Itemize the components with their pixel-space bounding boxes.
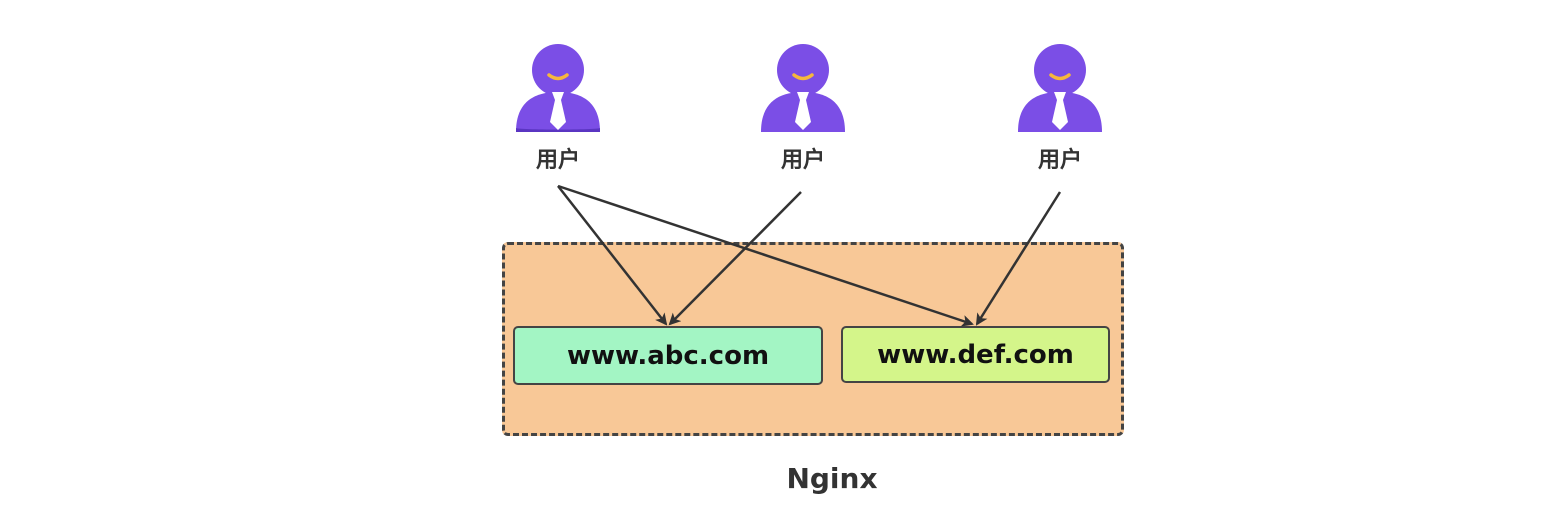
user-icon: [761, 44, 845, 132]
arrow-user3-def: [975, 191, 1062, 326]
arrow-user1-abc: [557, 185, 668, 326]
site-label-def: www.def.com: [877, 339, 1074, 370]
user-label: 用户: [535, 148, 580, 173]
arrow-user2-abc: [668, 191, 802, 326]
nginx-label: Nginx: [786, 462, 878, 495]
user-icon: [516, 44, 600, 132]
user-1: 用户: [508, 40, 608, 174]
user-label: 用户: [780, 148, 825, 173]
user-2: 用户: [753, 40, 853, 174]
site-box-abc: www.abc.com: [513, 326, 823, 385]
user-icon: [1018, 44, 1102, 132]
site-label-abc: www.abc.com: [566, 340, 770, 371]
site-box-def: www.def.com: [841, 326, 1110, 383]
user-3: 用户: [1010, 40, 1110, 174]
user-label: 用户: [1037, 148, 1082, 173]
arrow-user1-def: [557, 184, 974, 327]
